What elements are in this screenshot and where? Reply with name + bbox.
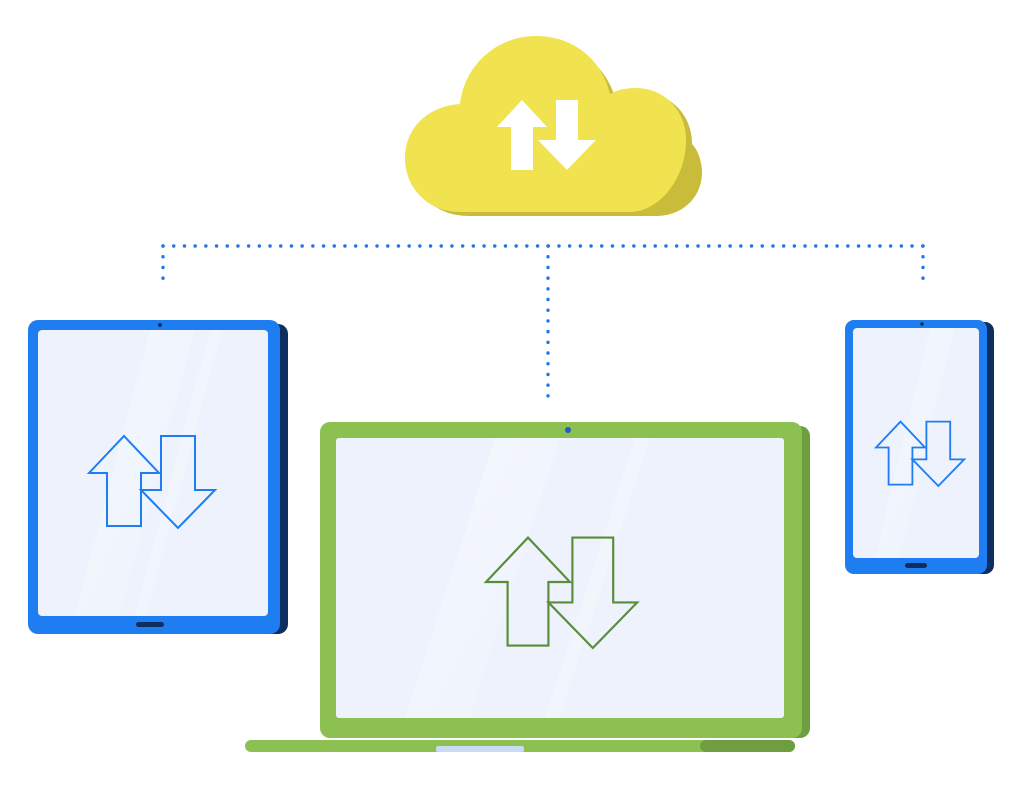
dotted-connector-lines — [161, 244, 925, 400]
laptop-base-shadow — [700, 740, 795, 752]
tablet-device — [28, 320, 288, 634]
phone-camera — [920, 322, 924, 326]
cloud-body — [405, 36, 686, 212]
laptop-screen-glare — [405, 438, 560, 718]
cloud-icon — [405, 36, 702, 216]
tablet-home-bar — [136, 622, 164, 627]
laptop-camera — [565, 427, 571, 433]
down-arrow-icon — [538, 100, 596, 170]
phone-screen-glare — [875, 328, 955, 558]
laptop-trackpad-notch — [436, 746, 524, 752]
laptop-screen-glare-thin — [545, 438, 650, 718]
tablet-camera — [158, 323, 162, 327]
tablet-screen-glare-thin — [135, 330, 222, 616]
up-arrow-icon — [497, 100, 547, 170]
tablet-screen-glare — [75, 330, 195, 616]
phone-home-bar — [905, 563, 927, 568]
laptop-device — [245, 422, 810, 752]
cloud-sync-arrows-icon — [497, 100, 596, 170]
phone-device — [845, 320, 994, 574]
